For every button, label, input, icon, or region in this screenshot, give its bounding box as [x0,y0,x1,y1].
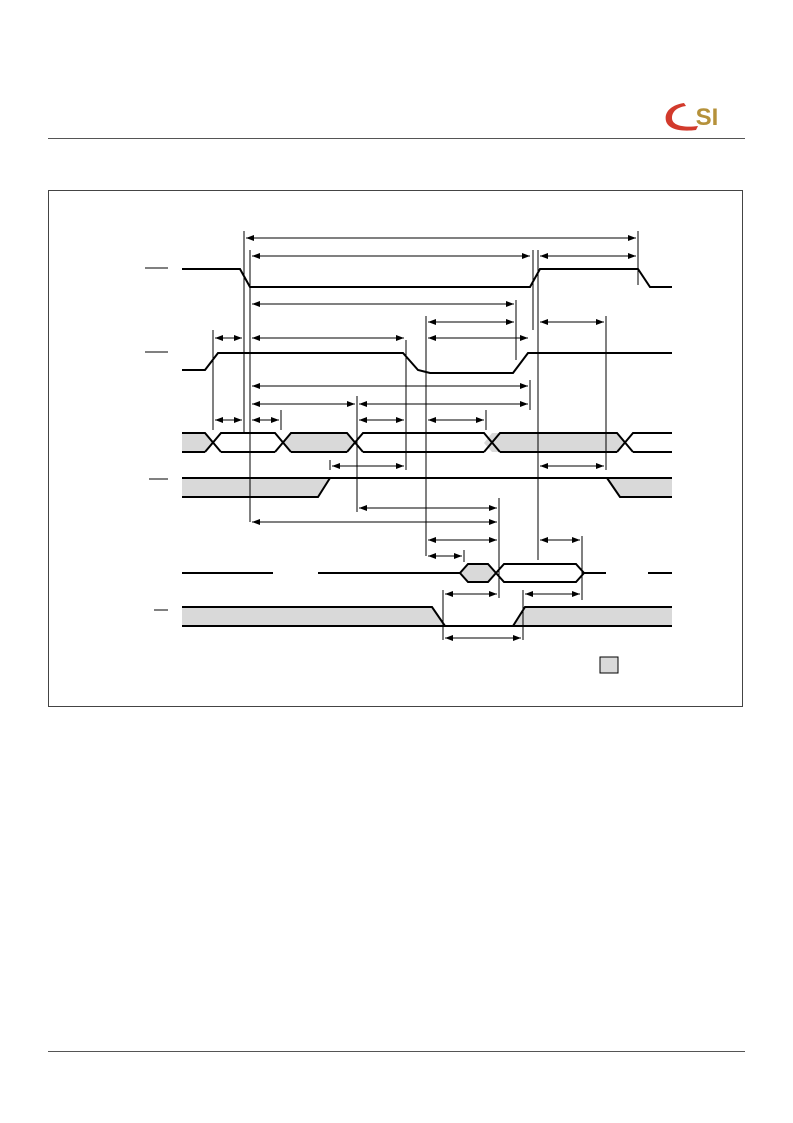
signal-6-waveform [182,606,672,627]
timing-arrows [215,235,636,641]
bus-shaded-2 [282,433,355,452]
logo-text: SI [696,104,719,131]
timing-diagram-frame [48,190,743,707]
footer-rule [48,1051,745,1052]
timing-diagram [145,231,672,674]
bus-shaded-1 [182,433,213,452]
signal-5-valid-cell [494,563,586,583]
header-rule [48,138,745,139]
signal-6 [182,606,672,627]
bus-shaded-3 [484,433,625,452]
signal-4-waveform [182,477,672,498]
signal-4 [182,477,672,498]
signal-1-waveform [182,268,672,288]
si-logo: SI [665,103,719,131]
signal-4-shaded-right [607,478,672,497]
logo-ring-icon [665,103,698,131]
signal-2-waveform [182,352,672,374]
bus-top-line [182,432,672,453]
signal-overbars [145,267,168,611]
legend-dont-care-swatch [599,656,619,674]
signal-4-shaded-left [182,478,330,497]
signal-5-shaded-cell [458,563,498,583]
signal-5 [182,563,672,583]
signal-3-bus [182,432,672,453]
signal-6-shaded-left [182,607,445,626]
reference-lines [212,231,639,640]
signal-6-shaded-right [513,607,672,626]
